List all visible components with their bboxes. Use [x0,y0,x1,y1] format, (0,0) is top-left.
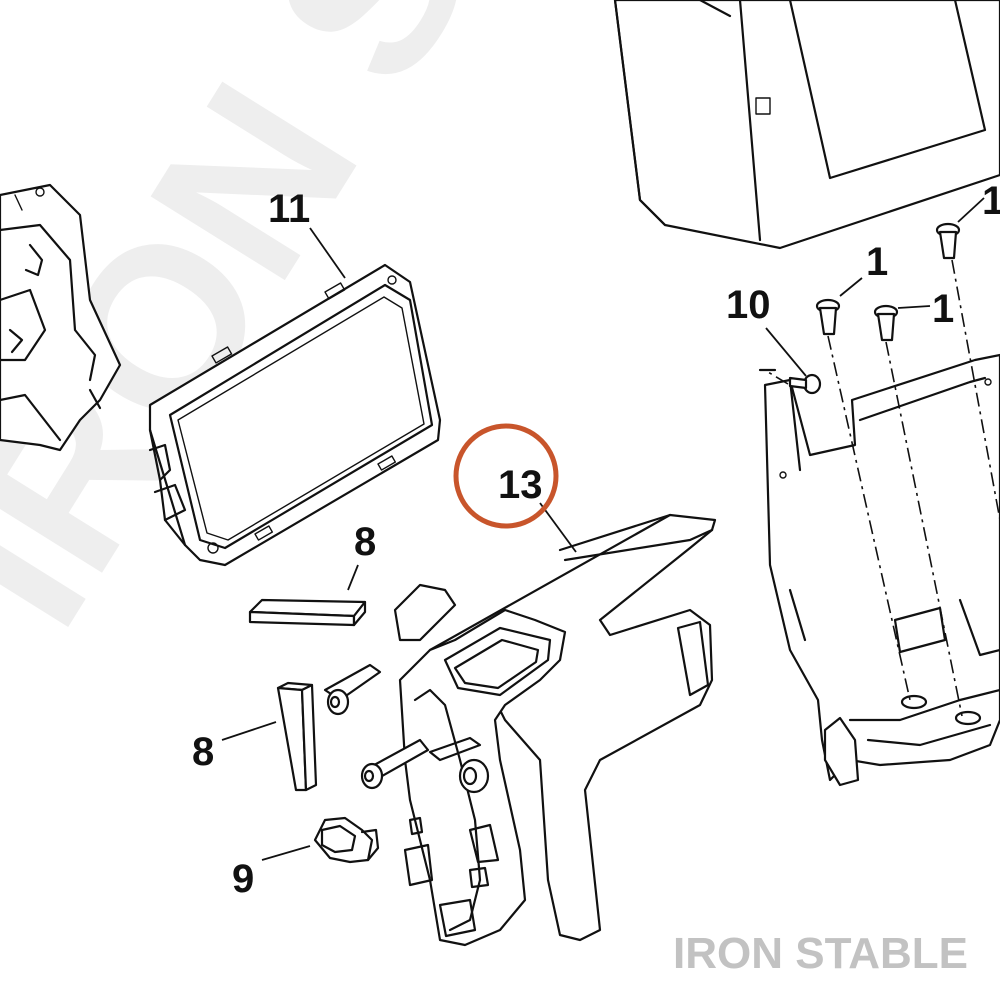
part-9-clip [313,816,380,864]
callout-13: 13 [498,463,543,507]
screw-10 [788,373,822,395]
callout-9: 9 [232,857,254,901]
screw-1-right [873,304,899,342]
leader-1-mid [839,277,863,297]
housing-box [613,0,1000,250]
callout-8-left: 8 [192,730,214,774]
assembly-line-4 [767,371,789,385]
assembly-line-1 [827,335,911,701]
part-8-pad-top [248,598,367,627]
callout-1-top: 1 [982,179,1000,223]
screw-1-mid [815,298,841,336]
leader-10 [765,327,807,377]
highlight-circle [453,423,559,529]
callout-11: 11 [268,187,310,231]
brand-text: IRON STABLE [673,929,968,978]
left-bracket [0,183,122,452]
leader-1-right [897,305,931,309]
leader-8-top [347,564,359,591]
screw-1-top [935,222,961,260]
part-13-bracket [323,513,717,947]
assembly-line-3 [951,259,1000,521]
leader-11 [309,227,346,279]
callout-8-top: 8 [354,520,376,564]
part-8-pad-left [276,681,318,792]
leader-8-left [221,721,277,741]
assembly-line-2 [885,341,963,717]
right-mount-bracket [758,353,1000,787]
part-11-display-module [148,263,442,567]
leader-1-top [957,197,985,223]
leader-9 [261,845,311,861]
callout-1-right: 1 [932,287,954,331]
callout-1-mid: 1 [866,240,888,284]
callout-10: 10 [726,283,771,327]
leader-13 [539,502,577,553]
